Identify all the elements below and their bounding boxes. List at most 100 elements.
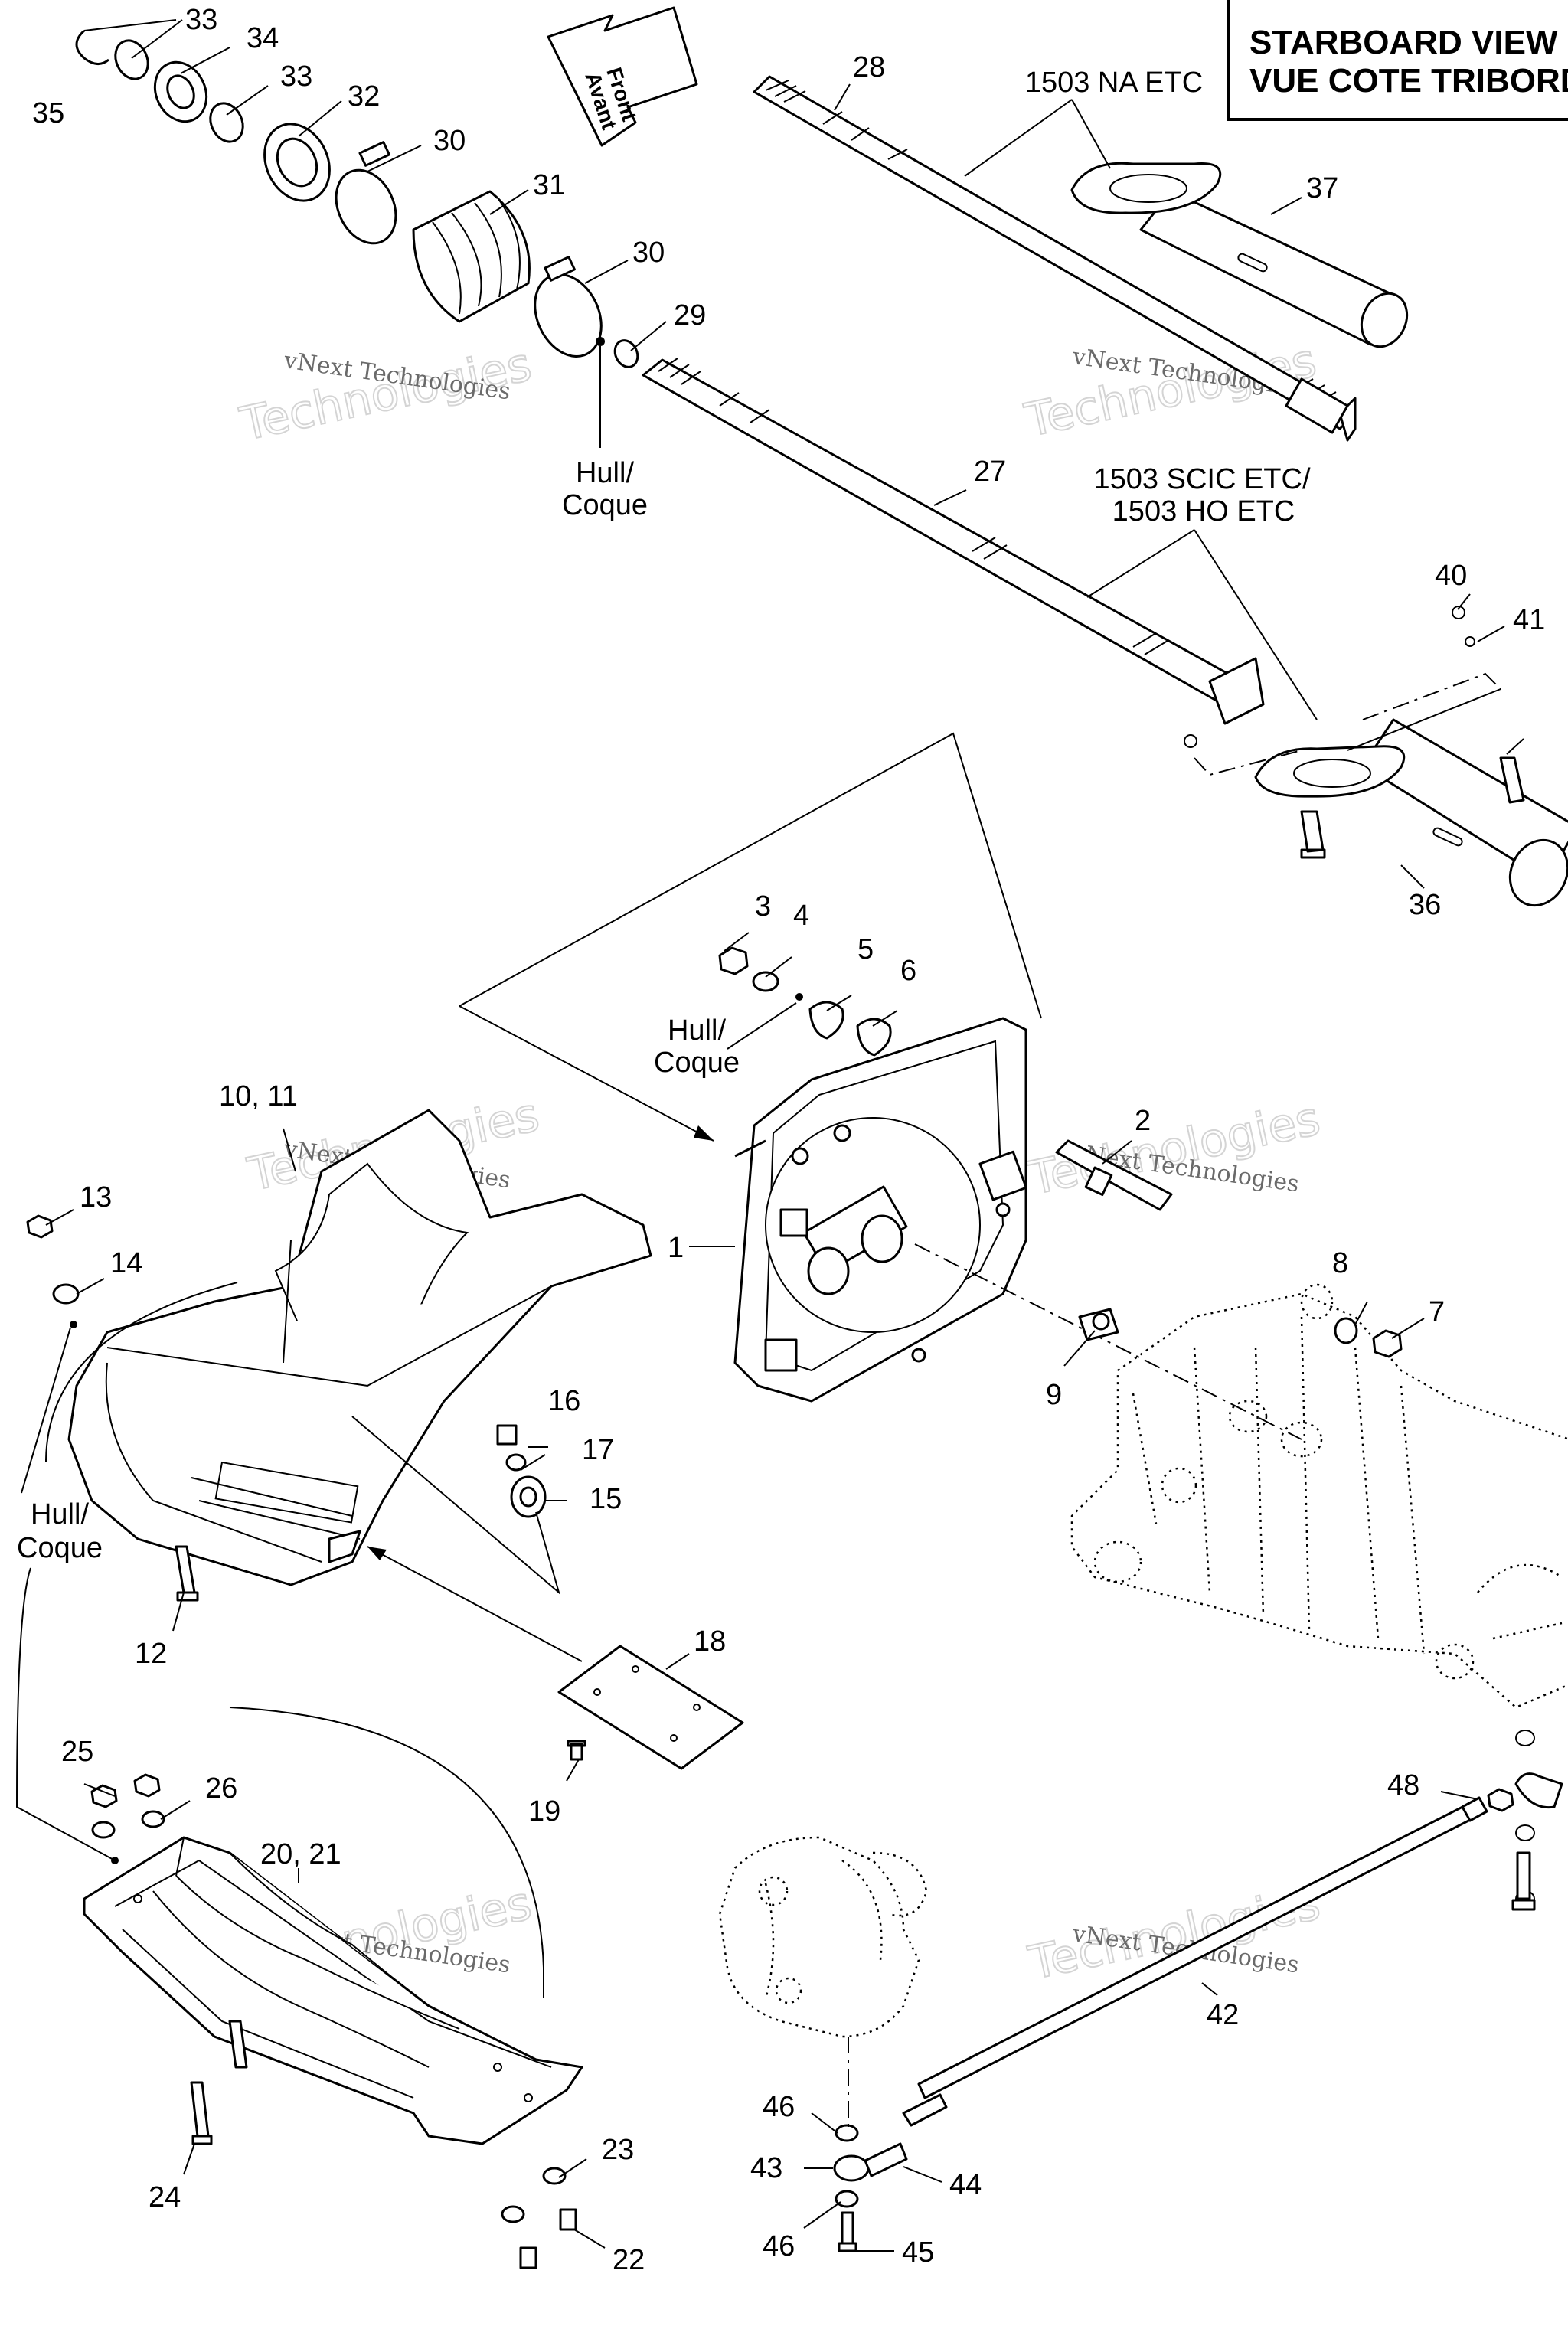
coque-label: Coque xyxy=(654,1047,740,1079)
callout-14: 14 xyxy=(110,1247,142,1279)
circlip-35 xyxy=(75,29,109,65)
callout-leaders xyxy=(45,19,1524,2252)
ball-joint-43-46 xyxy=(833,2124,908,2252)
callout-2: 2 xyxy=(1135,1105,1151,1137)
callout-33: 33 xyxy=(185,4,217,36)
washer-5 xyxy=(808,1001,844,1040)
callout-13: 13 xyxy=(80,1181,112,1214)
ring-33 xyxy=(114,39,149,80)
hull-label: Hull/ xyxy=(576,457,634,489)
view-title-line2: VUE COTE TRIBORD xyxy=(1250,62,1568,100)
callout-37: 37 xyxy=(1306,172,1338,204)
screw-19 xyxy=(567,1740,586,1761)
callout-19: 19 xyxy=(528,1795,560,1828)
callout-45: 45 xyxy=(902,2236,934,2269)
drive-shaft-28 xyxy=(753,75,1357,442)
jet-pump-housing xyxy=(1070,1283,1568,1709)
pump-plate-1 xyxy=(733,1017,1027,1403)
coque-label: Coque xyxy=(17,1532,103,1564)
plate-18 xyxy=(557,1645,744,1770)
screw-12 xyxy=(175,1545,199,1602)
callout-28: 28 xyxy=(853,51,885,83)
clamp-30 xyxy=(335,168,397,245)
bushing-29 xyxy=(613,339,639,368)
callout-23: 23 xyxy=(602,2134,634,2166)
variant-label-scic: 1503 SCIC ETC/ xyxy=(1094,463,1311,495)
ride-plate-20-21 xyxy=(83,1836,583,2145)
variant-label-ho: 1503 HO ETC xyxy=(1112,495,1295,528)
callout-1: 1 xyxy=(668,1232,684,1264)
callout-20-21: 20, 21 xyxy=(260,1838,341,1870)
callout-18: 18 xyxy=(694,1625,726,1658)
callout-32: 32 xyxy=(348,80,380,113)
callout-31: 31 xyxy=(533,169,565,201)
nut-25 xyxy=(133,1773,161,1798)
ring-33 xyxy=(209,102,244,143)
callout-24: 24 xyxy=(149,2181,181,2213)
callout-16: 16 xyxy=(548,1385,580,1417)
screw-22 xyxy=(559,2208,577,2231)
callout-3: 3 xyxy=(755,890,771,923)
washer-8 xyxy=(1334,1317,1358,1344)
callout-25: 25 xyxy=(61,1736,93,1768)
callout-30: 30 xyxy=(632,237,665,269)
nut-3 xyxy=(718,946,749,975)
steering-rod-42 xyxy=(902,1796,1488,2127)
callout-10-11: 10, 11 xyxy=(219,1080,298,1112)
callout-35: 35 xyxy=(32,97,64,129)
callout-36: 36 xyxy=(1409,889,1441,921)
callout-41: 41 xyxy=(1513,604,1545,636)
centerline xyxy=(1194,750,1302,776)
callout-7: 7 xyxy=(1429,1296,1445,1328)
callout-26: 26 xyxy=(205,1772,237,1805)
view-title-box: STARBOARD VIEW VUE COTE TRIBORD xyxy=(1227,0,1568,121)
callout-34: 34 xyxy=(247,22,279,54)
fasteners-3-6 xyxy=(718,946,892,1057)
callout-48: 48 xyxy=(1387,1769,1419,1802)
callout-40: 40 xyxy=(1435,560,1467,592)
callout-46: 46 xyxy=(763,2230,795,2262)
callout-44: 44 xyxy=(949,2169,982,2201)
tube-36 xyxy=(1184,606,1568,907)
washer-23 xyxy=(501,2205,525,2223)
washer-26 xyxy=(91,1821,116,1839)
callout-33: 33 xyxy=(280,60,312,93)
front-arrow-icon: Front Avant xyxy=(547,6,698,147)
washer-23 xyxy=(542,2167,567,2185)
hull-note: Hull/ Coque xyxy=(17,1498,103,1564)
callout-6: 6 xyxy=(900,955,916,987)
fitting-9 xyxy=(1078,1308,1119,1341)
callout-27: 27 xyxy=(974,456,1006,488)
hull-note: Hull/ Coque xyxy=(562,457,648,521)
callout-46: 46 xyxy=(763,2091,795,2123)
centerline xyxy=(1362,672,1501,720)
callout-29: 29 xyxy=(674,299,706,332)
intake-grate-10-11 xyxy=(67,1109,652,1586)
callout-42: 42 xyxy=(1207,1999,1239,2031)
centerline xyxy=(914,1243,1302,1440)
stud-2 xyxy=(1055,1139,1173,1211)
screw-22 xyxy=(519,2246,537,2269)
screw-24 xyxy=(228,2020,248,2069)
callout-5: 5 xyxy=(858,933,874,965)
drive-shaft-27 xyxy=(642,358,1265,725)
callout-8: 8 xyxy=(1332,1247,1348,1279)
coque-label: Coque xyxy=(562,489,648,521)
steering-nozzle xyxy=(718,1836,928,2038)
washer-4 xyxy=(752,971,779,992)
callout-43: 43 xyxy=(750,2152,782,2184)
washer-14 xyxy=(52,1283,80,1305)
callout-numbers: 33 34 33 32 35 30 31 30 29 28 27 37 40 4… xyxy=(32,4,1545,2276)
callout-12: 12 xyxy=(135,1638,167,1670)
washer-26 xyxy=(141,1810,165,1828)
callout-30: 30 xyxy=(433,125,466,157)
callout-22: 22 xyxy=(612,2244,645,2276)
mount-15-17 xyxy=(496,1424,547,1518)
right-hardware xyxy=(1487,1730,1563,1911)
callout-17: 17 xyxy=(582,1434,614,1466)
group-frame xyxy=(459,732,1042,1019)
washer-6 xyxy=(856,1018,892,1057)
hull-label: Hull/ xyxy=(31,1498,89,1530)
nut-25 xyxy=(90,1784,118,1808)
